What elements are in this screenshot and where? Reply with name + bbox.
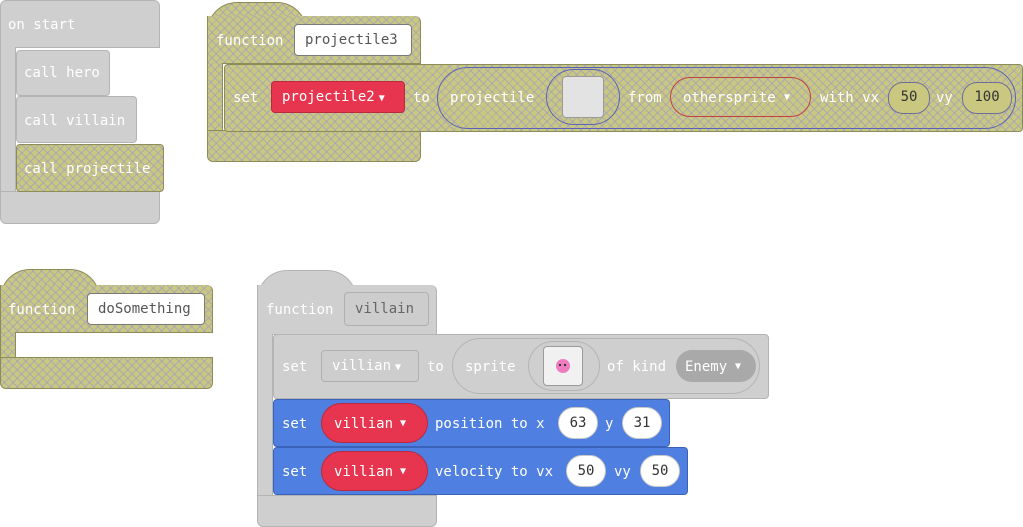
call-block-villain[interactable] — [16, 96, 137, 143]
vx-input[interactable]: 50 — [566, 455, 606, 487]
dropdown-caret-icon: ▼ — [395, 362, 402, 373]
fn-villain-keyword: function — [266, 302, 334, 318]
fn-doSomething-name-field[interactable]: doSomething — [87, 293, 205, 325]
fn-villain-footer — [257, 495, 437, 527]
vy-keyword: vy — [936, 90, 953, 106]
on-start-label: on start — [8, 17, 76, 33]
kind-dropdown[interactable] — [676, 350, 756, 382]
variable-dropdown-projectile2[interactable]: projectile2▼ — [271, 81, 405, 113]
vy-input[interactable]: 50 — [640, 455, 680, 487]
fn-projectile3-side — [207, 63, 223, 131]
variable-dropdown-villian[interactable] — [321, 451, 428, 491]
sprite-keyword: sprite — [465, 359, 516, 375]
call-hero-label: call hero — [24, 65, 100, 81]
dropdown-caret-icon: ▼ — [735, 361, 742, 372]
set-keyword: set — [282, 464, 308, 480]
fn-doSomething-keyword: function — [8, 302, 76, 318]
to-keyword: to — [427, 359, 444, 375]
with-vx-keyword: with vx — [820, 90, 880, 106]
position-keyword: position to x — [435, 416, 545, 432]
y-input[interactable]: 31 — [622, 407, 662, 439]
on-start-header[interactable] — [0, 0, 160, 48]
sprite-image-slot[interactable] — [528, 341, 600, 391]
vx-input[interactable]: 50 — [888, 82, 930, 114]
villain-sprite-icon — [556, 359, 570, 373]
image-slot[interactable] — [546, 69, 620, 125]
on-start-footer — [0, 191, 160, 224]
call-projectile-label: call projectile — [24, 161, 151, 177]
set-keyword: set — [233, 90, 259, 106]
call-block-hero[interactable] — [16, 50, 110, 96]
fn-projectile3-footer — [207, 130, 421, 162]
dropdown-caret-icon: ▼ — [784, 92, 791, 103]
set-keyword: set — [282, 416, 308, 432]
sprite-image-picker[interactable] — [543, 346, 583, 386]
dropdown-caret-icon: ▼ — [378, 93, 385, 104]
variable-name: villian — [334, 416, 394, 432]
projectile-keyword: projectile — [450, 90, 535, 106]
fn-projectile3-name-field[interactable]: projectile3 — [294, 24, 412, 56]
dropdown-caret-icon: ▼ — [400, 418, 407, 429]
fn-villain-name-field[interactable]: villain — [344, 292, 429, 326]
from-sprite-label: othersprite — [683, 90, 776, 106]
from-sprite-dropdown[interactable] — [670, 77, 811, 117]
projectile-reporter[interactable] — [437, 67, 1016, 129]
call-block-projectile[interactable] — [16, 144, 164, 192]
call-villain-label: call villain — [24, 113, 126, 129]
dropdown-caret-icon: ▼ — [400, 466, 407, 477]
vy-keyword: vy — [614, 464, 631, 480]
x-input[interactable]: 63 — [558, 407, 598, 439]
variable-name: villian — [332, 358, 392, 374]
velocity-keyword: velocity to vx — [435, 464, 554, 480]
sprite-reporter[interactable] — [452, 338, 760, 394]
fn-doSomething-side — [0, 332, 16, 358]
variable-dropdown-villian[interactable] — [321, 403, 428, 443]
of-kind-keyword: of kind — [607, 359, 667, 375]
fn-villain-side — [257, 334, 273, 496]
variable-name: projectile2 — [282, 89, 375, 105]
fn-doSomething-footer — [0, 357, 213, 389]
fn-projectile3-keyword: function — [216, 33, 284, 49]
variable-name: villian — [334, 464, 394, 480]
image-picker[interactable] — [562, 76, 604, 118]
to-keyword: to — [413, 90, 430, 106]
vy-input[interactable]: 100 — [962, 82, 1012, 114]
on-start-side — [0, 47, 16, 192]
y-keyword: y — [605, 416, 614, 432]
variable-dropdown-villian[interactable]: villian▼ — [321, 350, 419, 382]
set-keyword: set — [282, 359, 308, 375]
from-keyword: from — [628, 90, 662, 106]
kind-label: Enemy — [685, 359, 728, 375]
